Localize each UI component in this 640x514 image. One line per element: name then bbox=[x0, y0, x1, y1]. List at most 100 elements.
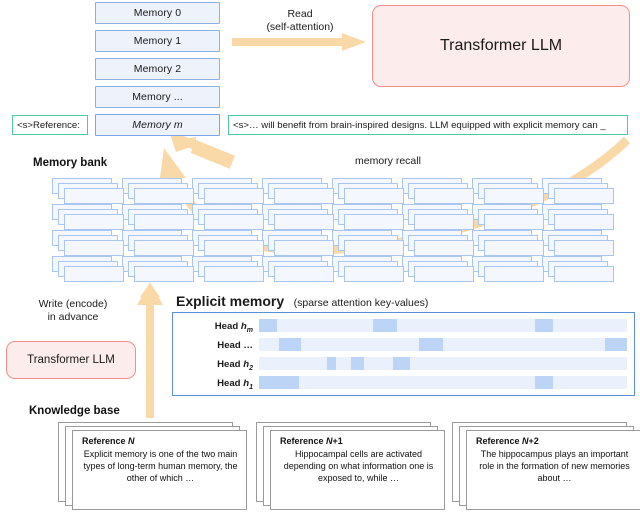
memory-bank-unit[interactable] bbox=[122, 204, 194, 230]
memory-bank-unit[interactable] bbox=[542, 204, 614, 230]
memory-bank-card bbox=[554, 240, 614, 256]
memory-bank-unit[interactable] bbox=[472, 256, 544, 282]
memory-bank-label: Memory bank bbox=[33, 157, 108, 169]
memory-bank-unit[interactable] bbox=[472, 204, 544, 230]
memory-bank-unit[interactable] bbox=[402, 178, 474, 204]
memory-bank-card bbox=[554, 214, 614, 230]
memory-bank-card bbox=[274, 188, 334, 204]
read-arrow-label-line1: Read bbox=[287, 8, 313, 20]
memory-bank-card bbox=[414, 266, 474, 282]
memory-bank-unit[interactable] bbox=[542, 178, 614, 204]
reference-text-0: Explicit memory is one of the two main t… bbox=[83, 449, 238, 484]
head-active-cell bbox=[259, 319, 278, 332]
top-transformer-llm-label: Transformer LLM bbox=[439, 37, 563, 54]
reference-card-front[interactable]: Reference N+2 The hippocampus plays an i… bbox=[466, 430, 640, 510]
head-active-cell bbox=[535, 376, 554, 389]
memory-m-inflow-arrow-graphic bbox=[168, 128, 235, 169]
memory-bank-card bbox=[134, 266, 194, 282]
memory-bank-card bbox=[484, 240, 544, 256]
memory-bank-unit[interactable] bbox=[402, 204, 474, 230]
head-row-label-3: Head h1 bbox=[217, 378, 253, 391]
head-active-cell bbox=[327, 357, 337, 370]
memory-bank-unit[interactable] bbox=[262, 256, 334, 282]
memory-bank-unit[interactable] bbox=[402, 230, 474, 256]
memory-box-2-label: Memory 2 bbox=[133, 63, 182, 75]
generated-sentence-box[interactable]: <s>… will benefit from brain-inspired de… bbox=[228, 115, 628, 135]
memory-bank-unit[interactable] bbox=[122, 256, 194, 282]
reference-title-0: Reference N bbox=[82, 436, 135, 446]
top-transformer-llm-box[interactable]: Transformer LLM bbox=[372, 5, 630, 87]
memory-bank-unit[interactable] bbox=[332, 204, 404, 230]
memory-bank-unit[interactable] bbox=[332, 230, 404, 256]
read-arrow-graphic bbox=[232, 33, 366, 51]
memory-bank-card bbox=[344, 240, 404, 256]
memory-box-0[interactable]: Memory 0 bbox=[95, 2, 220, 24]
memory-box-0-label: Memory 0 bbox=[133, 7, 182, 19]
memory-bank-unit[interactable] bbox=[402, 256, 474, 282]
memory-bank-unit[interactable] bbox=[52, 256, 124, 282]
head-row-label-0: Head hm bbox=[214, 321, 253, 334]
head-row-label-2: Head h2 bbox=[217, 359, 253, 372]
memory-bank-unit[interactable] bbox=[332, 256, 404, 282]
reference-text-1: Hippocampal cells are activated dependin… bbox=[283, 449, 434, 484]
head-track-0 bbox=[259, 319, 627, 332]
memory-bank-unit[interactable] bbox=[192, 204, 264, 230]
memory-bank-unit[interactable] bbox=[192, 256, 264, 282]
memory-bank-card bbox=[344, 214, 404, 230]
memory-bank-unit[interactable] bbox=[472, 178, 544, 204]
explicit-memory-title: Explicit memory bbox=[176, 293, 285, 309]
reference-stack-0[interactable]: Reference N Explicit memory is one of th… bbox=[58, 422, 250, 510]
memory-bank-unit[interactable] bbox=[332, 178, 404, 204]
memory-box-2[interactable]: Memory 2 bbox=[95, 58, 220, 80]
memory-bank-card bbox=[484, 188, 544, 204]
head-active-cell bbox=[351, 357, 364, 370]
explicit-memory-panel: Head hm Head … Head h2 Head h1 bbox=[172, 312, 635, 396]
reference-card-front[interactable]: Reference N Explicit memory is one of th… bbox=[72, 430, 247, 510]
memory-bank-unit[interactable] bbox=[52, 178, 124, 204]
memory-bank-unit[interactable] bbox=[52, 230, 124, 256]
head-active-cell bbox=[259, 376, 300, 389]
knowledge-base-label: Knowledge base bbox=[29, 405, 120, 417]
memory-bank-unit[interactable] bbox=[122, 230, 194, 256]
head-active-cell bbox=[419, 338, 443, 351]
bottom-transformer-llm-box[interactable]: Transformer LLM bbox=[6, 341, 136, 379]
reference-token-box[interactable]: <s>Reference: bbox=[12, 115, 88, 135]
memory-bank-unit[interactable] bbox=[52, 204, 124, 230]
memory-bank-unit[interactable] bbox=[542, 256, 614, 282]
memory-recall-label: memory recall bbox=[355, 155, 421, 167]
reference-stack-2[interactable]: Reference N+2 The hippocampus plays an i… bbox=[452, 422, 640, 510]
head-active-cell bbox=[393, 357, 410, 370]
memory-bank-unit[interactable] bbox=[262, 230, 334, 256]
reference-stack-1[interactable]: Reference N+1 Hippocampal cells are acti… bbox=[256, 422, 448, 510]
memory-bank-unit[interactable] bbox=[122, 178, 194, 204]
memory-box-1[interactable]: Memory 1 bbox=[95, 30, 220, 52]
memory-bank-unit[interactable] bbox=[472, 230, 544, 256]
memory-bank-unit[interactable] bbox=[192, 230, 264, 256]
memory-bank-unit[interactable] bbox=[542, 230, 614, 256]
memory-bank-card bbox=[134, 240, 194, 256]
memory-bank-unit[interactable] bbox=[262, 178, 334, 204]
memory-box-m[interactable]: Memory m bbox=[95, 114, 220, 136]
reference-card-front[interactable]: Reference N+1 Hippocampal cells are acti… bbox=[270, 430, 445, 510]
memory-bank-card bbox=[344, 188, 404, 204]
head-active-cell bbox=[373, 319, 397, 332]
memory-bank-card bbox=[414, 240, 474, 256]
memory-bank-card bbox=[274, 214, 334, 230]
memory-box-ellipsis[interactable]: Memory ... bbox=[95, 86, 220, 108]
memory-bank-card bbox=[554, 188, 614, 204]
memory-bank-card bbox=[204, 266, 264, 282]
explicit-memory-heading: Explicit memory (sparse attention key-va… bbox=[176, 293, 428, 311]
memory-bank-card bbox=[414, 214, 474, 230]
explicit-memory-subtitle: (sparse attention key-values) bbox=[293, 297, 429, 309]
memory-bank-card bbox=[204, 214, 264, 230]
memory-bank-card bbox=[64, 188, 124, 204]
memory-bank-unit[interactable] bbox=[192, 178, 264, 204]
head-active-cell bbox=[279, 338, 302, 351]
reference-title-2: Reference N+2 bbox=[476, 436, 539, 446]
memory-bank-card bbox=[134, 188, 194, 204]
generated-sentence-label: <s>… will benefit from brain-inspired de… bbox=[233, 119, 606, 131]
head-track-2 bbox=[259, 357, 627, 370]
memory-bank-unit[interactable] bbox=[262, 204, 334, 230]
memory-box-m-label: Memory m bbox=[132, 119, 183, 131]
